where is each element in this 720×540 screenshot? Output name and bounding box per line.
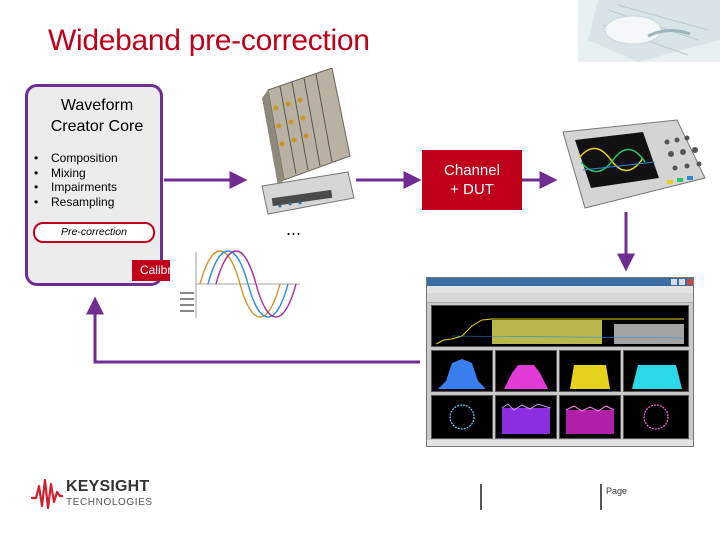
calibration-waveform-image — [170, 244, 302, 322]
constellation-plot-1 — [431, 395, 493, 439]
logo-technologies-text: TECHNOLOGIES — [66, 497, 153, 508]
feedback-path — [86, 296, 420, 364]
time-plot-magenta — [559, 395, 621, 439]
spectrum-plot-blue — [431, 350, 493, 392]
channel-line2: + DUT — [450, 181, 494, 198]
keysight-logo: KEYSIGHT TECHNOLOGIES — [30, 474, 170, 514]
analyzer-toolbar — [427, 293, 693, 303]
waveform-creator-core-box: Waveform Creator Core Composition Mixing… — [25, 84, 163, 286]
core-title-line1: Waveform — [60, 97, 134, 114]
constellation-plot-2 — [623, 395, 689, 439]
logo-keysight-text: KEYSIGHT — [66, 478, 150, 495]
list-item: Resampling — [34, 195, 118, 210]
list-item: Composition — [34, 151, 118, 166]
spectrum-plot-wide — [431, 305, 689, 347]
spectrum-plot-magenta — [495, 350, 557, 392]
list-item: Mixing — [34, 166, 118, 181]
slide-title: Wideband pre-correction — [48, 24, 370, 57]
keysight-wave-icon — [31, 478, 63, 510]
time-plot-purple — [495, 395, 557, 439]
maximize-icon — [679, 279, 685, 285]
footer-divider — [600, 484, 602, 510]
channel-dut-box: Channel + DUT — [422, 150, 522, 210]
close-icon — [687, 279, 693, 285]
ellipsis-text: ... — [286, 219, 302, 239]
page-number-label: Page — [606, 486, 628, 496]
spectrum-plot-cyan — [623, 350, 689, 392]
analyzer-titlebar — [427, 278, 693, 286]
pxi-chassis-image — [261, 68, 355, 215]
signal-analyzer-window — [426, 277, 694, 447]
footer-divider — [480, 484, 482, 510]
analyzer-menubar — [427, 286, 693, 293]
core-title: Waveform Creator Core — [28, 95, 166, 137]
spectrum-plot-yellow — [559, 350, 621, 392]
list-item: Impairments — [34, 180, 118, 195]
core-feature-list: Composition Mixing Impairments Resamplin… — [34, 151, 118, 209]
pre-correction-label: Pre-correction — [33, 222, 155, 243]
core-title-line2: Creator Core — [50, 118, 144, 135]
oscilloscope-image — [562, 119, 706, 209]
minimize-icon — [671, 279, 677, 285]
corner-photo — [578, 0, 720, 62]
analyzer-statusbar — [427, 440, 693, 446]
channel-line1: Channel — [444, 162, 500, 179]
